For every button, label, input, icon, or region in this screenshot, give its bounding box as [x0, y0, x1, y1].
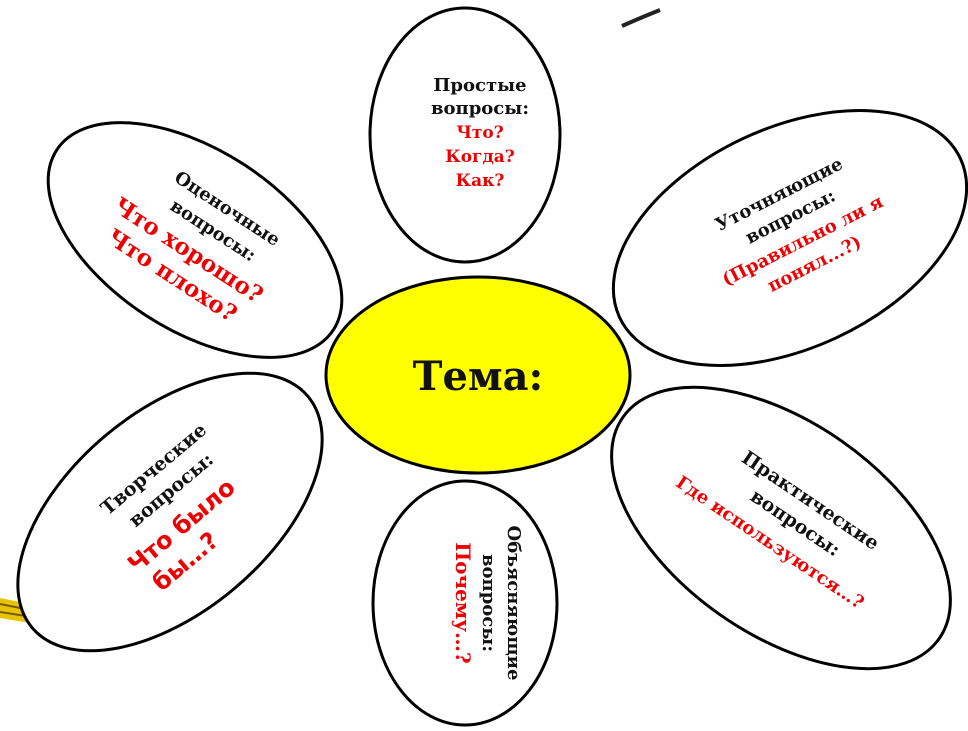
- petal-explanatory-heading-2: вопросы:: [478, 554, 499, 652]
- petal-simple-heading-2: вопросы:: [431, 98, 529, 119]
- center-topic-label: Тема:: [413, 353, 544, 400]
- petal-evaluative: Оценочные вопросы: Что хорошо? Что плохо…: [46, 121, 344, 359]
- petal-simple-question-1: Что?: [456, 123, 503, 143]
- petal-simple: Простые вопросы: Что? Когда? Как?: [368, 6, 562, 264]
- petal-explanatory-question-1: Почему…?: [451, 542, 475, 663]
- petal-simple-heading-1: Простые: [433, 75, 526, 96]
- top-stroke-decoration: [621, 8, 661, 28]
- petal-practical: Практические вопросы: Где используются…?: [610, 385, 952, 671]
- petal-simple-question-2: Когда?: [445, 147, 515, 167]
- petal-clarifying: Уточняющие вопросы: (Правильно ли я поня…: [611, 109, 968, 367]
- center-topic: Тема:: [324, 275, 632, 475]
- petal-explanatory-heading-1: Объясняющие: [503, 526, 524, 681]
- petal-simple-question-3: Как?: [456, 171, 505, 191]
- petal-creative: Творческие вопросы: Что было бы…?: [16, 371, 324, 653]
- petal-explanatory: Объясняющие вопросы: Почему…?: [371, 479, 559, 727]
